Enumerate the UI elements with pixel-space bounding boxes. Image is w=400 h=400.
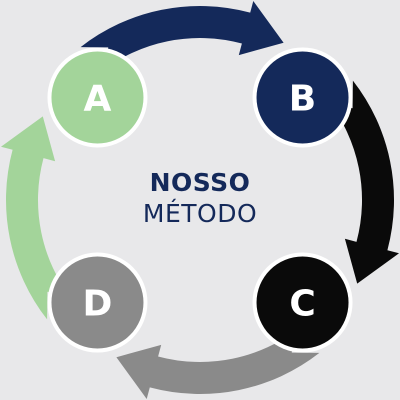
arrow-a-to-b: [80, 1, 284, 73]
center-subtitle: MÉTODO: [142, 199, 258, 228]
step-node-b: B: [252, 47, 353, 148]
step-node-circle: [256, 51, 349, 144]
step-node-d: D: [47, 252, 148, 353]
arrow-b-to-c: [327, 80, 399, 284]
center-title: NOSSO: [149, 168, 251, 197]
arrow-c-to-d: [116, 327, 320, 399]
step-letter-b: B: [289, 78, 316, 119]
step-letter-c: C: [289, 284, 315, 325]
step-node-c: C: [252, 252, 353, 353]
step-node-circle: [51, 256, 144, 349]
step-node-circle: [51, 51, 144, 144]
step-node-a: A: [47, 47, 148, 148]
step-node-circle: [256, 256, 349, 349]
step-letter-a: A: [84, 78, 112, 119]
arrow-d-to-a: [1, 116, 73, 320]
step-letter-d: D: [83, 284, 113, 325]
